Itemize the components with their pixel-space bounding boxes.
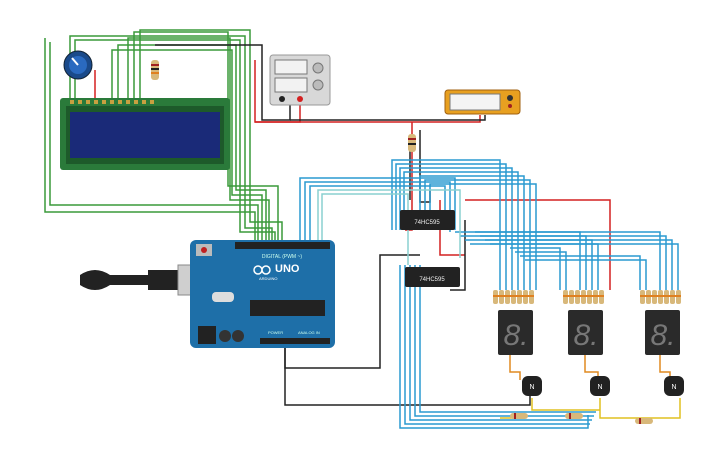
transistor-3[interactable]: N [664, 376, 684, 396]
lcd-header-pins [70, 100, 154, 104]
power-jack [198, 326, 216, 344]
lcd-module[interactable] [60, 98, 230, 170]
capacitor-2 [232, 330, 244, 342]
base-resistors [510, 413, 653, 424]
arduino-logo-icon [253, 265, 271, 275]
transistor-2[interactable]: N [590, 376, 610, 396]
arduino-board [190, 240, 335, 348]
usb-cable [80, 264, 207, 296]
power-header-label: POWER [268, 330, 283, 335]
transistor-1-label: N [529, 384, 534, 391]
shift-register-1[interactable]: 74HC595 [400, 210, 455, 230]
power-supply[interactable] [269, 54, 331, 106]
digit-display-1-glyph: 8. [503, 319, 528, 352]
arduino-uno[interactable]: DIGITAL (PWM ~) UNO ARDUINO POWER ANALOG… [190, 240, 335, 348]
shift-register-2-label: 74HC595 [419, 277, 445, 283]
potentiometer-knob-indicator [71, 57, 79, 66]
power-analog-header [260, 338, 330, 344]
transistor-2-label: N [597, 384, 602, 391]
digit-display-2[interactable]: 8. [568, 310, 603, 355]
wires [44, 29, 681, 429]
arduino-brand: UNO [275, 263, 300, 275]
digit-display-3[interactable]: 8. [645, 310, 680, 355]
resistor-bank-2 [563, 290, 604, 304]
shift-register-2[interactable]: 74HC595 [405, 267, 460, 287]
ground-terminal [279, 96, 285, 102]
lcd-screen [70, 112, 220, 158]
analog-header-label: ANALOG IN [298, 330, 320, 335]
resistor-bank-3 [640, 290, 681, 304]
multimeter-probe-terminal [508, 104, 512, 108]
segment-wires-blue [299, 159, 679, 429]
transistor-1[interactable]: N [522, 376, 542, 396]
current-display [274, 77, 308, 93]
resistor-lcd [151, 60, 159, 80]
microcontroller-chip [250, 300, 325, 316]
potentiometer[interactable] [63, 50, 93, 80]
shift-register-1-label: 74HC595 [414, 220, 440, 226]
resistor-meter [408, 134, 416, 152]
multimeter[interactable] [444, 89, 521, 115]
voltage-knob[interactable] [312, 62, 324, 74]
voltage-display [274, 59, 308, 75]
lcd-wires [44, 29, 283, 242]
digital-header-label: DIGITAL (PWM ~) [262, 254, 302, 260]
multimeter-dial[interactable] [507, 95, 513, 101]
capacitor-1 [219, 330, 231, 342]
digit-display-1[interactable]: 8. [498, 310, 533, 355]
crystal-oscillator [212, 292, 234, 302]
digit-display-2-glyph: 8. [573, 319, 598, 352]
arduino-sub-brand: ARDUINO [259, 276, 277, 281]
positive-terminal [297, 96, 303, 102]
digit-display-3-glyph: 8. [650, 319, 675, 352]
current-knob[interactable] [312, 79, 324, 91]
multimeter-display [449, 93, 501, 111]
resistor-bank-1 [493, 290, 534, 304]
digital-header [235, 242, 330, 249]
transistor-3-label: N [671, 384, 676, 391]
